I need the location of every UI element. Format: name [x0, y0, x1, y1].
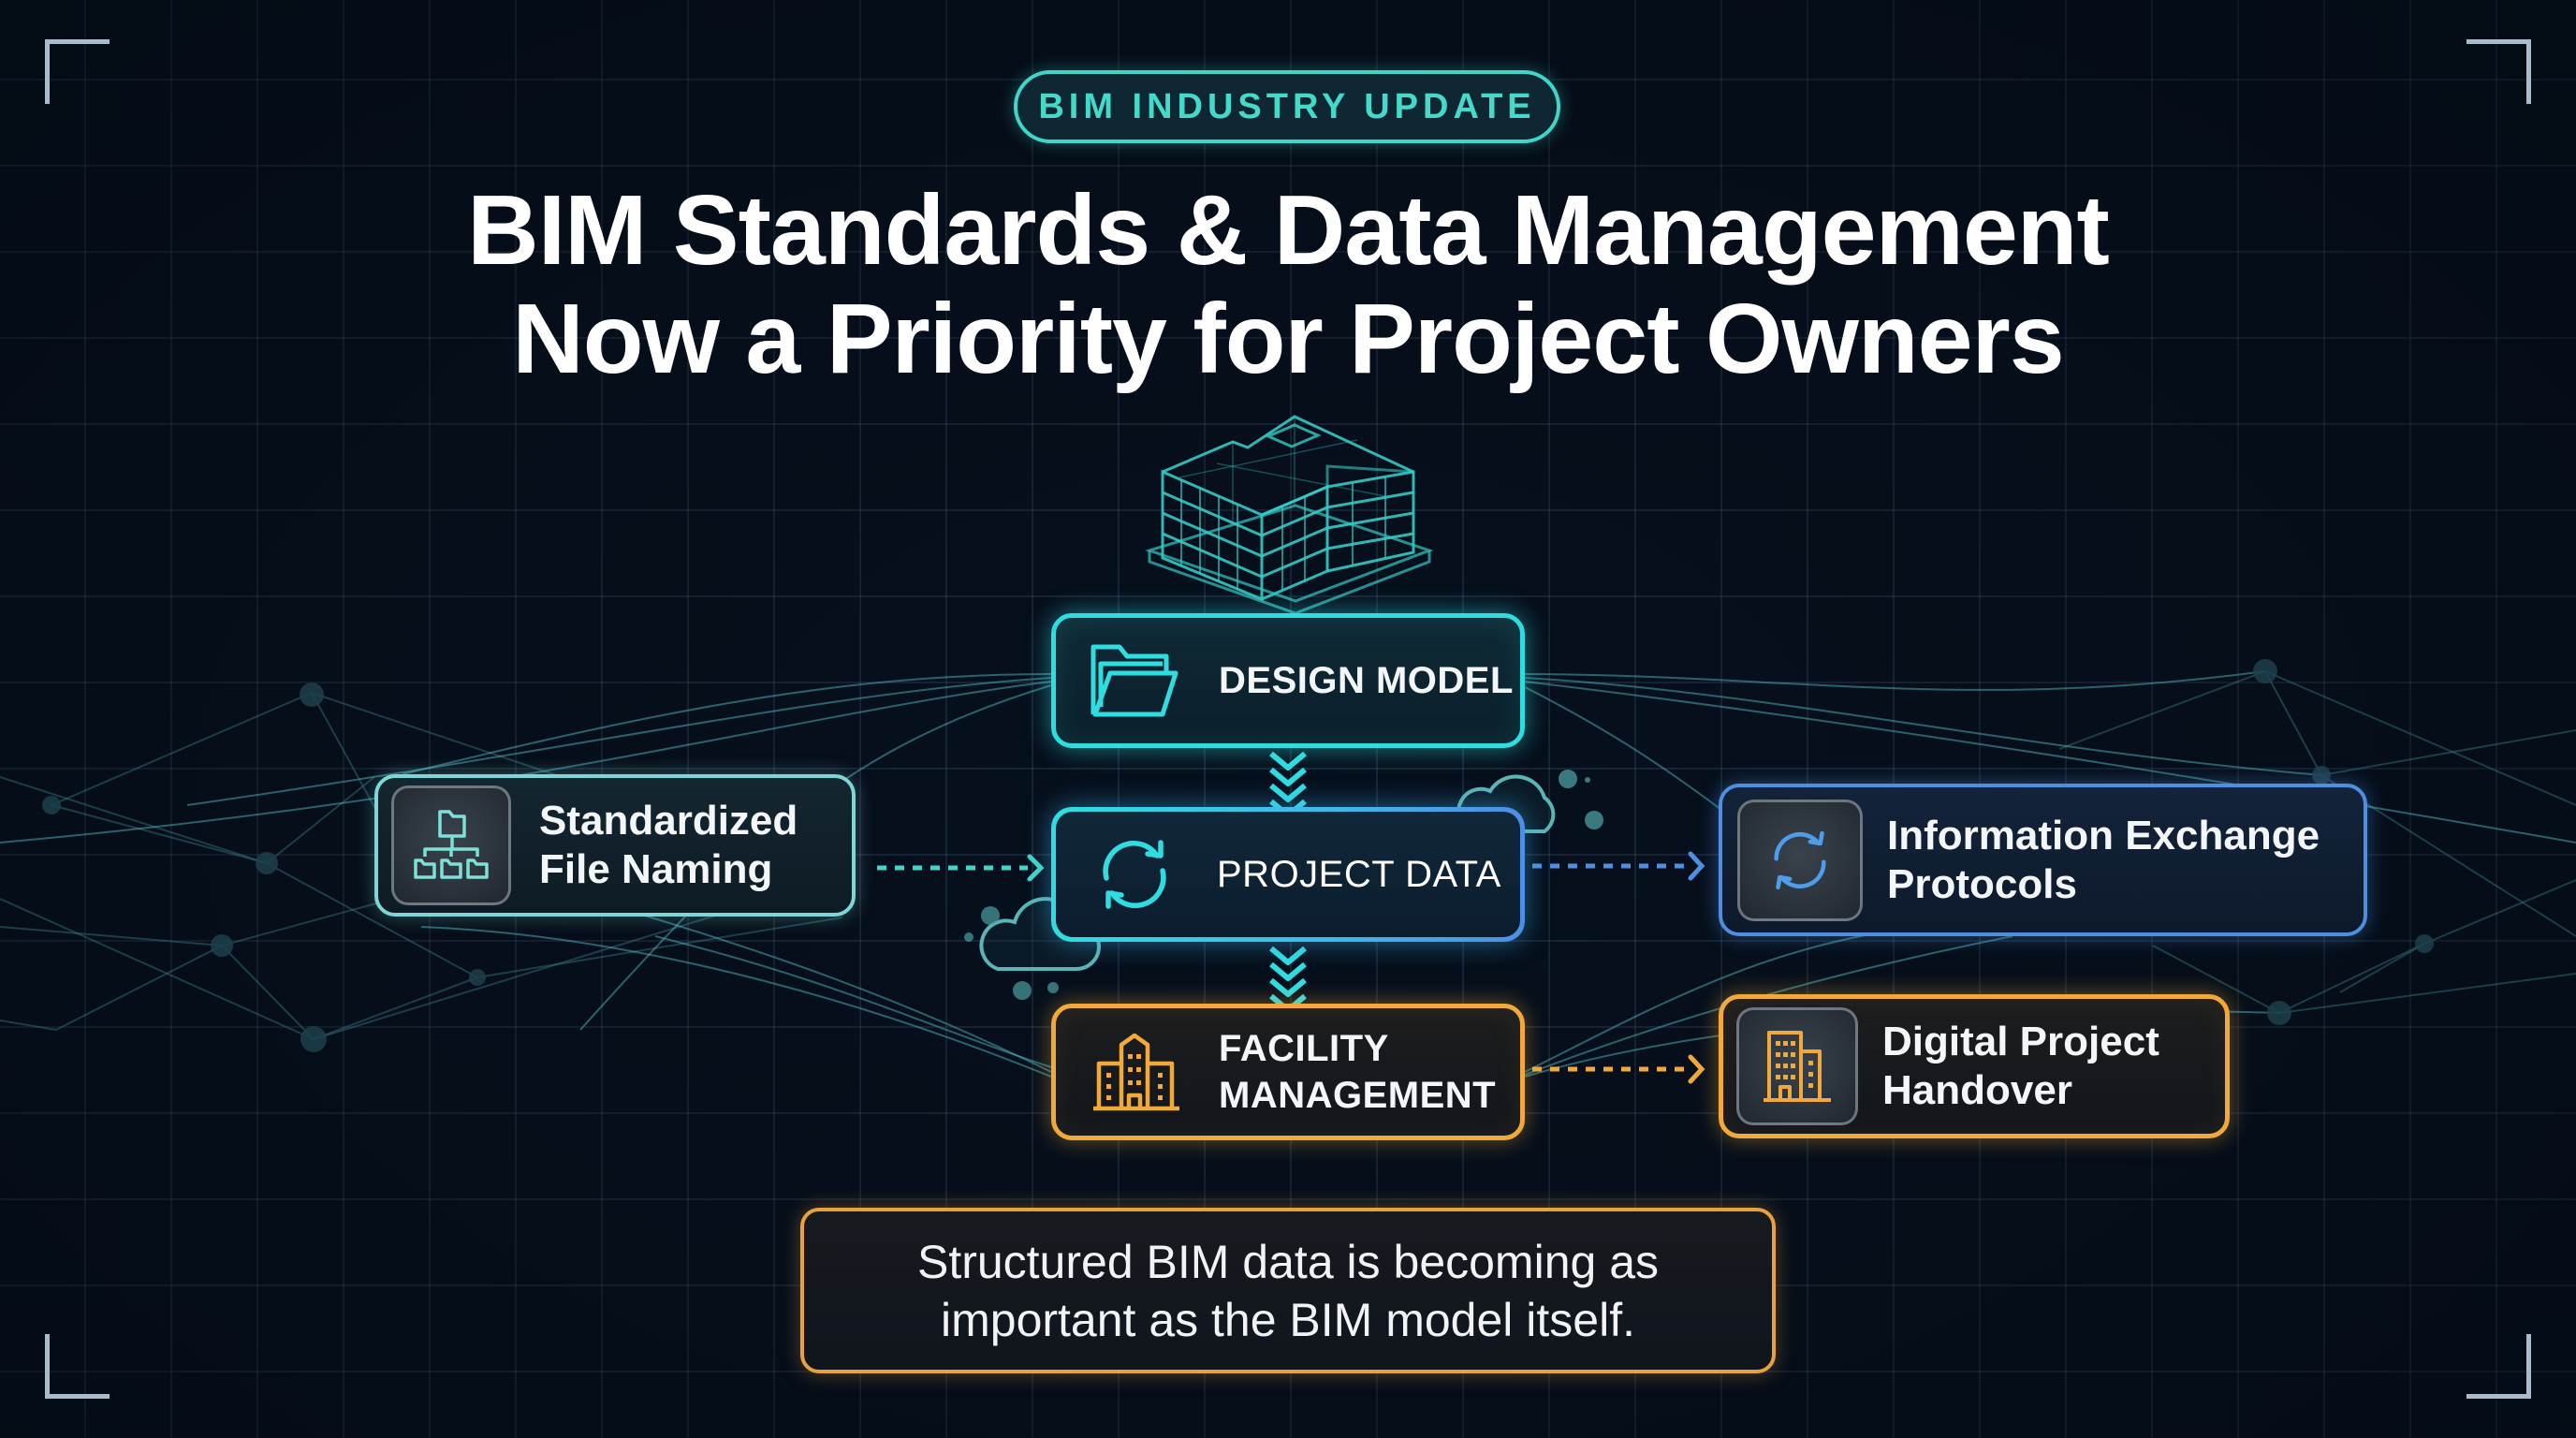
sync-icon	[1764, 825, 1836, 896]
standardized-file-naming-label-line-2: File Naming	[539, 846, 773, 892]
folder-hierarchy-icon	[412, 806, 490, 885]
building-wireframe-icon	[1145, 415, 1434, 615]
information-exchange-protocols-box: Information Exchange Protocols	[1719, 784, 2367, 936]
design-model-box: DESIGN MODEL	[1051, 613, 1525, 748]
digital-project-handover-label: Digital Project Handover	[1882, 1018, 2159, 1115]
information-exchange-protocols-label: Information Exchange Protocols	[1887, 812, 2320, 909]
standardized-file-naming-label-line-1: Standardized	[539, 798, 798, 844]
sync-icon	[1095, 835, 1174, 914]
corner-bracket-top-right	[2466, 39, 2531, 104]
caption-line-2: important as the BIM model itself.	[941, 1293, 1635, 1346]
icon-tile	[391, 785, 511, 905]
page-title-line-2: Now a Priority for Project Owners	[512, 284, 2065, 394]
corner-bracket-top-left	[45, 39, 110, 104]
facility-management-label-line-2: MANAGEMENT	[1219, 1075, 1497, 1116]
digital-project-handover-label-line-2: Handover	[1882, 1067, 2072, 1113]
buildings-icon	[1760, 1029, 1835, 1104]
facility-management-box: FACILITY MANAGEMENT	[1051, 1004, 1525, 1140]
facility-management-label: FACILITY MANAGEMENT	[1219, 1025, 1496, 1119]
design-model-label: DESIGN MODEL	[1219, 659, 1514, 701]
page-title-line-1: BIM Standards & Data Management	[467, 175, 2110, 286]
corner-bracket-bottom-right	[2466, 1334, 2531, 1399]
icon-tile	[1736, 1007, 1858, 1125]
standardized-file-naming-box: Standardized File Naming	[374, 774, 856, 917]
project-data-box: PROJECT DATA	[1051, 807, 1525, 942]
category-badge-label: BIM INDUSTRY UPDATE	[1038, 86, 1536, 126]
caption-line-1: Structured BIM data is becoming as	[916, 1235, 1660, 1288]
facility-management-label-line-1: FACILITY	[1219, 1028, 1389, 1069]
caption-box: Structured BIM data is becoming as impor…	[800, 1208, 1776, 1373]
category-badge: BIM INDUSTRY UPDATE	[1014, 70, 1560, 143]
information-exchange-protocols-label-line-2: Protocols	[1887, 860, 2077, 907]
digital-project-handover-label-line-1: Digital Project	[1882, 1019, 2159, 1064]
corner-bracket-bottom-left	[45, 1334, 110, 1399]
standardized-file-naming-label: Standardized File Naming	[539, 797, 798, 894]
digital-project-handover-box: Digital Project Handover	[1719, 994, 2230, 1138]
information-exchange-protocols-label-line-1: Information Exchange	[1887, 812, 2320, 858]
icon-tile	[1737, 799, 1863, 921]
office-building-icon	[1091, 1032, 1181, 1112]
project-data-label: PROJECT DATA	[1217, 853, 1501, 895]
folder-open-icon	[1090, 641, 1179, 720]
page-title: BIM Standards & Data Management Now a Pr…	[0, 176, 2576, 393]
